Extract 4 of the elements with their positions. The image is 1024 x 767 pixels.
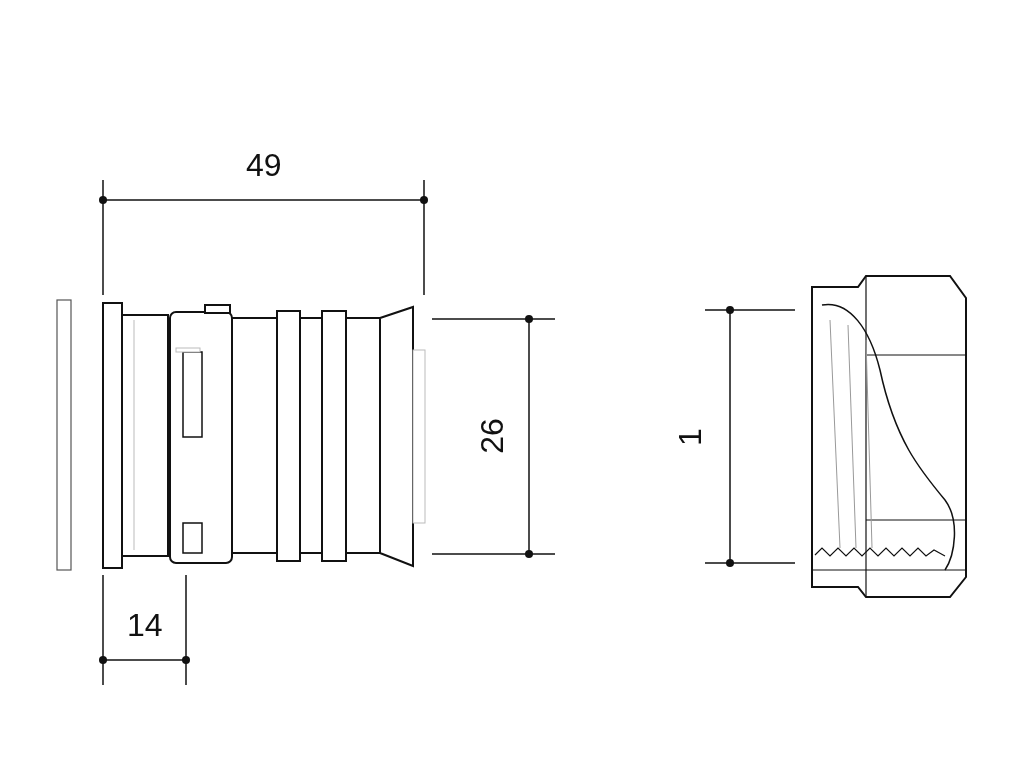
dimension-label: 1 bbox=[673, 428, 706, 446]
dimension-label: 49 bbox=[246, 149, 282, 181]
dimension-label: 14 bbox=[127, 609, 163, 641]
dimension-label: 26 bbox=[475, 418, 508, 454]
